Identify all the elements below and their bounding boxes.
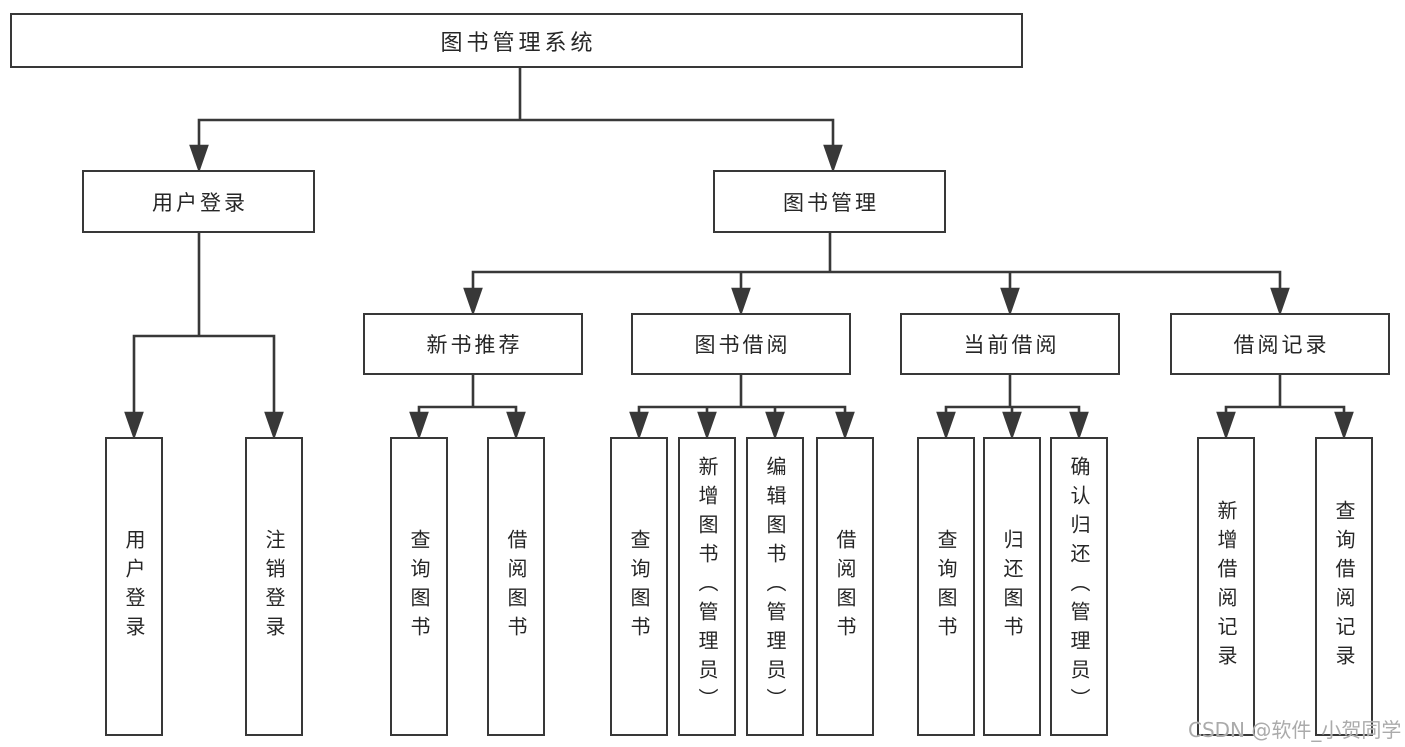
connector-borrowing-records-to-leaves [1216,373,1354,440]
leaf-borrowing-borrow-books: 借阅图书 [816,437,874,736]
leaf-label: 查询借阅记录 [1332,499,1356,674]
leaf-label: 查询图书 [934,528,958,645]
leaf-label: 查询图书 [407,528,431,645]
leaf-label: 查询图书 [627,528,651,645]
node-book-management: 图书管理 [713,170,946,233]
leaf-label: 借阅图书 [833,528,857,645]
connector-current-borrowing-to-leaves [936,373,1089,440]
node-label: 借阅记录 [1233,333,1330,357]
leaf-label: 新增图书（管理员） [695,456,719,717]
leaf-current-query-books: 查询图书 [917,437,975,736]
leaf-label: 编辑图书（管理员） [763,456,787,717]
connector-root-to-level2 [189,66,843,173]
leaf-label: 新增借阅记录 [1214,499,1238,674]
node-borrowing-records: 借阅记录 [1170,313,1390,375]
connector-new-book-recommend-to-leaves [409,373,526,440]
node-current-borrowing: 当前借阅 [900,313,1120,375]
node-label: 当前借阅 [963,333,1060,357]
node-label: 图书借阅 [694,333,791,357]
csdn-watermark: CSDN @软件_小贺同学 [1188,718,1402,742]
leaf-records-add-borrow-record: 新增借阅记录 [1197,437,1255,736]
leaf-label: 借阅图书 [504,528,528,645]
leaf-label: 确认归还（管理员） [1067,456,1091,717]
leaf-label: 用户登录 [122,528,146,645]
leaf-borrowing-add-books-admin: 新增图书（管理员） [678,437,736,736]
leaf-label: 归还图书 [1000,528,1024,645]
node-label: 用户登录 [152,190,248,215]
node-label: 图书管理 [783,190,879,215]
leaf-user-login: 用户登录 [105,437,163,736]
node-new-book-recommend: 新书推荐 [363,313,583,375]
leaf-borrowing-edit-books-admin: 编辑图书（管理员） [746,437,804,736]
connector-book-management-to-level3 [463,231,1290,316]
connector-user-login-to-leaves [124,231,284,440]
node-book-borrowing: 图书借阅 [631,313,851,375]
node-user-login: 用户登录 [82,170,315,233]
leaf-newbook-query-books: 查询图书 [390,437,448,736]
leaf-borrowing-query-books: 查询图书 [610,437,668,736]
leaf-current-return-books: 归还图书 [983,437,1041,736]
leaf-label: 注销登录 [262,528,286,645]
node-library-management-system: 图书管理系统 [10,13,1023,68]
node-label: 图书管理系统 [440,30,597,56]
connector-book-borrowing-to-leaves [629,373,855,440]
node-label: 新书推荐 [426,333,523,357]
leaf-newbook-borrow-books: 借阅图书 [487,437,545,736]
leaf-records-query-borrow-record: 查询借阅记录 [1315,437,1373,736]
leaf-logout: 注销登录 [245,437,303,736]
leaf-current-confirm-return-admin: 确认归还（管理员） [1050,437,1108,736]
